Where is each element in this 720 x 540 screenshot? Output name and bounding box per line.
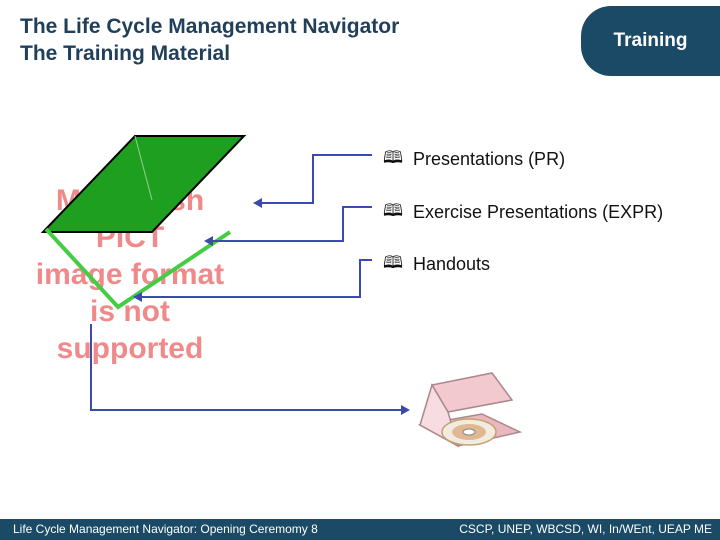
- page-title: The Life Cycle Management Navigator The …: [20, 13, 399, 67]
- footer-left-text: Life Cycle Management Navigator: Opening…: [13, 522, 318, 536]
- cd-case-icon: [417, 372, 523, 448]
- arrowhead-exercise: [204, 236, 213, 246]
- green-parallelogram: [40, 135, 247, 233]
- placeholder-line-2: image format: [35, 258, 225, 291]
- list-item-exercise-presentations[interactable]: 🕮 Exercise Presentations (EXPR): [383, 198, 663, 227]
- title-line-2: The Training Material: [20, 42, 231, 65]
- arrowhead-cd: [401, 405, 410, 415]
- list-item-handouts[interactable]: 🕮 Handouts: [383, 250, 490, 279]
- connector-presentations: [262, 154, 372, 204]
- item-label: Presentations (PR): [413, 149, 566, 169]
- item-label: Exercise Presentations (EXPR): [413, 202, 664, 222]
- connector-handouts: [142, 259, 372, 298]
- book-icon: 🕮: [383, 201, 404, 221]
- arrowhead-handouts: [133, 292, 142, 302]
- footer-right-text: CSCP, UNEP, WBCSD, WI, In/WEnt, UEAP ME: [459, 522, 712, 536]
- training-tab-label: Training: [613, 30, 688, 51]
- connector-cd: [90, 324, 401, 411]
- book-icon: 🕮: [383, 253, 404, 273]
- item-label: Handouts: [413, 254, 491, 274]
- arrowhead-presentations: [253, 198, 262, 208]
- green-check-mark: [44, 227, 232, 310]
- connector-exercise: [213, 206, 372, 242]
- training-tab[interactable]: Training: [581, 6, 720, 76]
- parallelogram-crease: [134, 135, 153, 201]
- list-item-presentations[interactable]: 🕮 Presentations (PR): [383, 145, 565, 174]
- title-line-1: The Life Cycle Management Navigator: [20, 15, 400, 38]
- footer-bar: [0, 519, 720, 540]
- book-icon: 🕮: [383, 148, 404, 168]
